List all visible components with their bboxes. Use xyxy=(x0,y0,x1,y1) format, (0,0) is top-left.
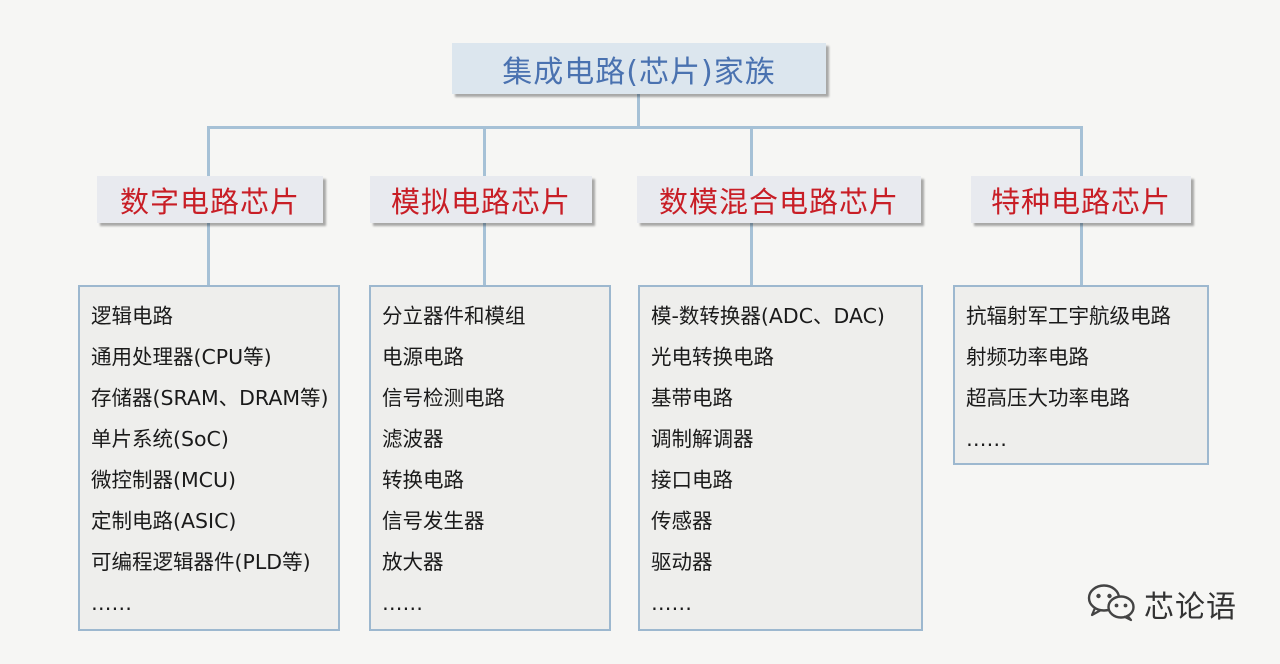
list-item: 通用处理器(CPU等) xyxy=(91,345,272,369)
list-item: 超高压大功率电路 xyxy=(966,386,1130,410)
list-item: 逻辑电路 xyxy=(91,304,173,328)
list-item: 微控制器(MCU) xyxy=(91,468,237,492)
category-node-special: 特种电路芯片 xyxy=(971,176,1191,223)
list-item: 单片系统(SoC) xyxy=(91,427,229,451)
list-box-mixed-signal: 模-数转换器(ADC、DAC) 光电转换电路 基带电路 调制解调器 接口电路 传… xyxy=(638,285,923,631)
list-item: …… xyxy=(382,591,423,615)
category-node-digital: 数字电路芯片 xyxy=(97,176,323,223)
list-item: 驱动器 xyxy=(651,550,713,574)
list-item: 存储器(SRAM、DRAM等) xyxy=(91,386,329,410)
list-item: 电源电路 xyxy=(382,345,464,369)
list-item: 定制电路(ASIC) xyxy=(91,509,237,533)
connector-mixed-signal-list xyxy=(750,223,753,285)
list-item: 射频功率电路 xyxy=(966,345,1089,369)
list-box-digital: 逻辑电路 通用处理器(CPU等) 存储器(SRAM、DRAM等) 单片系统(So… xyxy=(78,285,340,631)
list-item: …… xyxy=(966,427,1007,451)
connector-digital-list xyxy=(207,223,210,285)
list-item: 传感器 xyxy=(651,509,713,533)
root-node: 集成电路(芯片)家族 xyxy=(452,43,826,94)
category-label-special: 特种电路芯片 xyxy=(990,184,1171,219)
category-node-mixed-signal: 数模混合电路芯片 xyxy=(637,176,921,223)
connector-to-digital xyxy=(207,126,210,176)
list-item: 光电转换电路 xyxy=(651,345,774,369)
list-item: 转换电路 xyxy=(382,468,464,492)
connector-special-list xyxy=(1080,223,1083,285)
list-item: 基带电路 xyxy=(651,386,733,410)
list-item: …… xyxy=(651,591,692,615)
root-node-label: 集成电路(芯片)家族 xyxy=(502,54,776,90)
category-label-mixed-signal: 数模混合电路芯片 xyxy=(658,184,899,219)
list-item: 信号发生器 xyxy=(382,509,485,533)
list-box-analog: 分立器件和模组 电源电路 信号检测电路 滤波器 转换电路 信号发生器 放大器 …… xyxy=(369,285,611,631)
list-item: 调制解调器 xyxy=(651,427,754,451)
wechat-icon xyxy=(1086,582,1138,626)
category-label-digital: 数字电路芯片 xyxy=(119,184,300,219)
connector-analog-list xyxy=(483,223,486,285)
category-node-analog: 模拟电路芯片 xyxy=(370,176,592,223)
connector-to-analog xyxy=(483,126,486,176)
list-item: 信号检测电路 xyxy=(382,386,505,410)
list-item: 接口电路 xyxy=(651,468,733,492)
watermark-text: 芯论语 xyxy=(1144,590,1237,625)
list-item: …… xyxy=(91,591,132,615)
connector-root-down xyxy=(637,94,640,128)
list-item: 分立器件和模组 xyxy=(382,304,526,328)
list-item: 滤波器 xyxy=(382,427,444,451)
category-label-analog: 模拟电路芯片 xyxy=(390,184,571,219)
list-item: 可编程逻辑器件(PLD等) xyxy=(91,550,311,574)
list-item: 模-数转换器(ADC、DAC) xyxy=(651,304,885,328)
list-box-special: 抗辐射军工宇航级电路 射频功率电路 超高压大功率电路 …… xyxy=(953,285,1209,465)
watermark: 芯论语 xyxy=(1086,582,1237,626)
connector-to-special xyxy=(1080,126,1083,176)
connector-horizontal-bus xyxy=(207,126,1083,129)
list-item: 放大器 xyxy=(382,550,444,574)
list-item: 抗辐射军工宇航级电路 xyxy=(966,304,1171,328)
connector-to-mixed-signal xyxy=(750,126,753,176)
